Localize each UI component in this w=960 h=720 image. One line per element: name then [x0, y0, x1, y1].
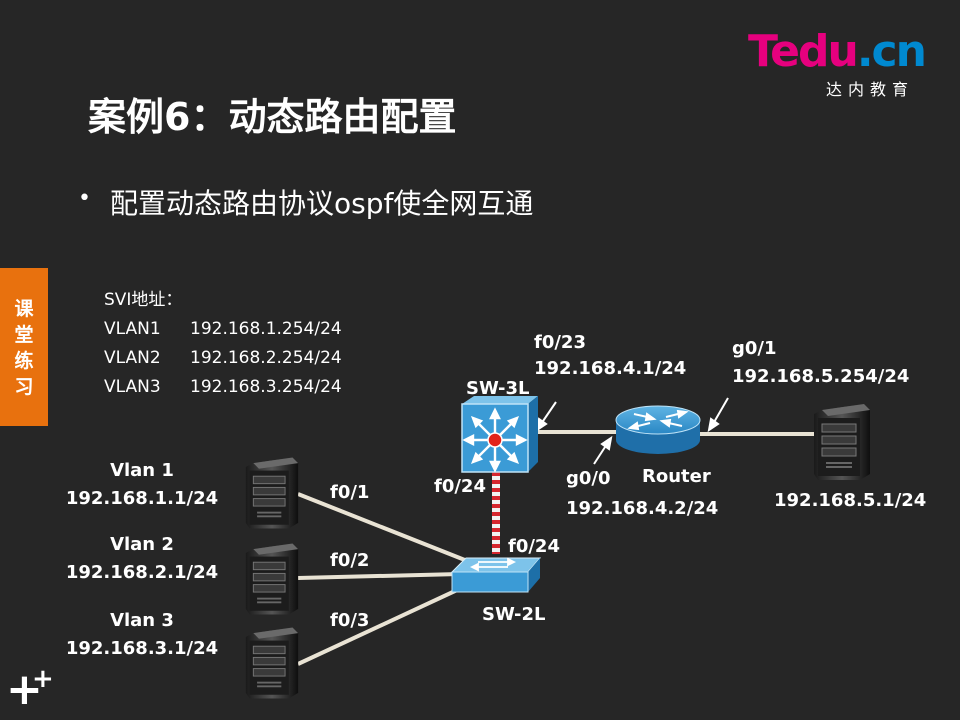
- server-tower-icon: [245, 543, 299, 615]
- port-label-f0-2: f0/2: [330, 550, 370, 571]
- port-label-f0-3: f0/3: [330, 610, 370, 631]
- side-tab-label: 课堂练习: [14, 298, 34, 398]
- host2-ip-label: 192.168.2.1/24: [65, 562, 219, 583]
- svi-addr: 192.168.3.254/24: [190, 377, 342, 397]
- host1-vlan-label: Vlan 1: [110, 460, 174, 481]
- link-host2-sw2l: [297, 572, 461, 580]
- svi-vlan: VLAN1: [104, 319, 161, 339]
- server-ip-label: 192.168.5.1/24: [774, 490, 927, 511]
- router-icon: [615, 405, 701, 454]
- router-port-g0-0: g0/0: [566, 468, 611, 489]
- svi-addr: 192.168.2.254/24: [190, 348, 342, 368]
- router-port-g0-1: g0/1: [732, 338, 777, 359]
- arrow-g0-1: [707, 397, 729, 433]
- bullet-dot: •: [78, 186, 91, 211]
- arrow-g0-0: [593, 435, 613, 465]
- svi-vlan: VLAN2: [104, 348, 161, 368]
- plus-small-icon: +: [32, 664, 54, 694]
- svi-vlan: VLAN3: [104, 377, 161, 397]
- slide-title: 案例6：动态路由配置: [88, 95, 457, 139]
- port-label-f0-1: f0/1: [330, 482, 370, 503]
- logo-subtitle: 达内教育: [826, 80, 915, 99]
- link-host1-sw2l: [297, 492, 481, 568]
- bullet-text: 配置动态路由协议ospf使全网互通: [110, 187, 534, 220]
- sw2l-port-f0-24: f0/24: [508, 536, 560, 557]
- sw3l-ip-label: 192.168.4.1/24: [534, 358, 687, 379]
- router-ip-left: 192.168.4.2/24: [566, 498, 719, 519]
- host3-ip-label: 192.168.3.1/24: [65, 638, 219, 659]
- router-label: Router: [642, 466, 711, 487]
- server-tower-icon: [813, 403, 871, 481]
- svi-addr: 192.168.1.254/24: [190, 319, 342, 339]
- side-tab: 课堂练习: [0, 268, 48, 426]
- sw3l-port-f0-24: f0/24: [434, 476, 486, 497]
- svi-row: VLAN3 192.168.3.254/24: [104, 373, 342, 402]
- host3-vlan-label: Vlan 3: [110, 610, 174, 631]
- sw3l-port-f0-23: f0/23: [534, 332, 586, 353]
- layer2-switch-icon: [450, 557, 542, 593]
- host2-vlan-label: Vlan 2: [110, 534, 174, 555]
- plus-icon: +: [6, 664, 43, 715]
- link-host3-sw2l: [297, 582, 471, 666]
- sw2l-label: SW-2L: [482, 604, 546, 625]
- server-tower-icon: [245, 457, 299, 529]
- trunk-link-sw3l-sw2l: [492, 470, 500, 554]
- logo-text: Tedu.cn: [748, 26, 927, 77]
- tedu-logo: Tedu.cn 达内教育: [748, 26, 928, 100]
- sw3l-label: SW-3L: [466, 378, 530, 399]
- svi-heading: SVI地址：: [104, 290, 183, 310]
- svi-address-list: SVI地址： VLAN1 192.168.1.254/24 VLAN2 192.16…: [104, 286, 342, 402]
- router-ip-right: 192.168.5.254/24: [732, 366, 910, 387]
- layer3-switch-icon: [461, 396, 538, 473]
- svi-row: VLAN1 192.168.1.254/24: [104, 315, 342, 344]
- server-tower-icon: [245, 627, 299, 699]
- svi-row: VLAN2 192.168.2.254/24: [104, 344, 342, 373]
- host1-ip-label: 192.168.1.1/24: [65, 488, 219, 509]
- arrow-f0-23: [535, 401, 557, 433]
